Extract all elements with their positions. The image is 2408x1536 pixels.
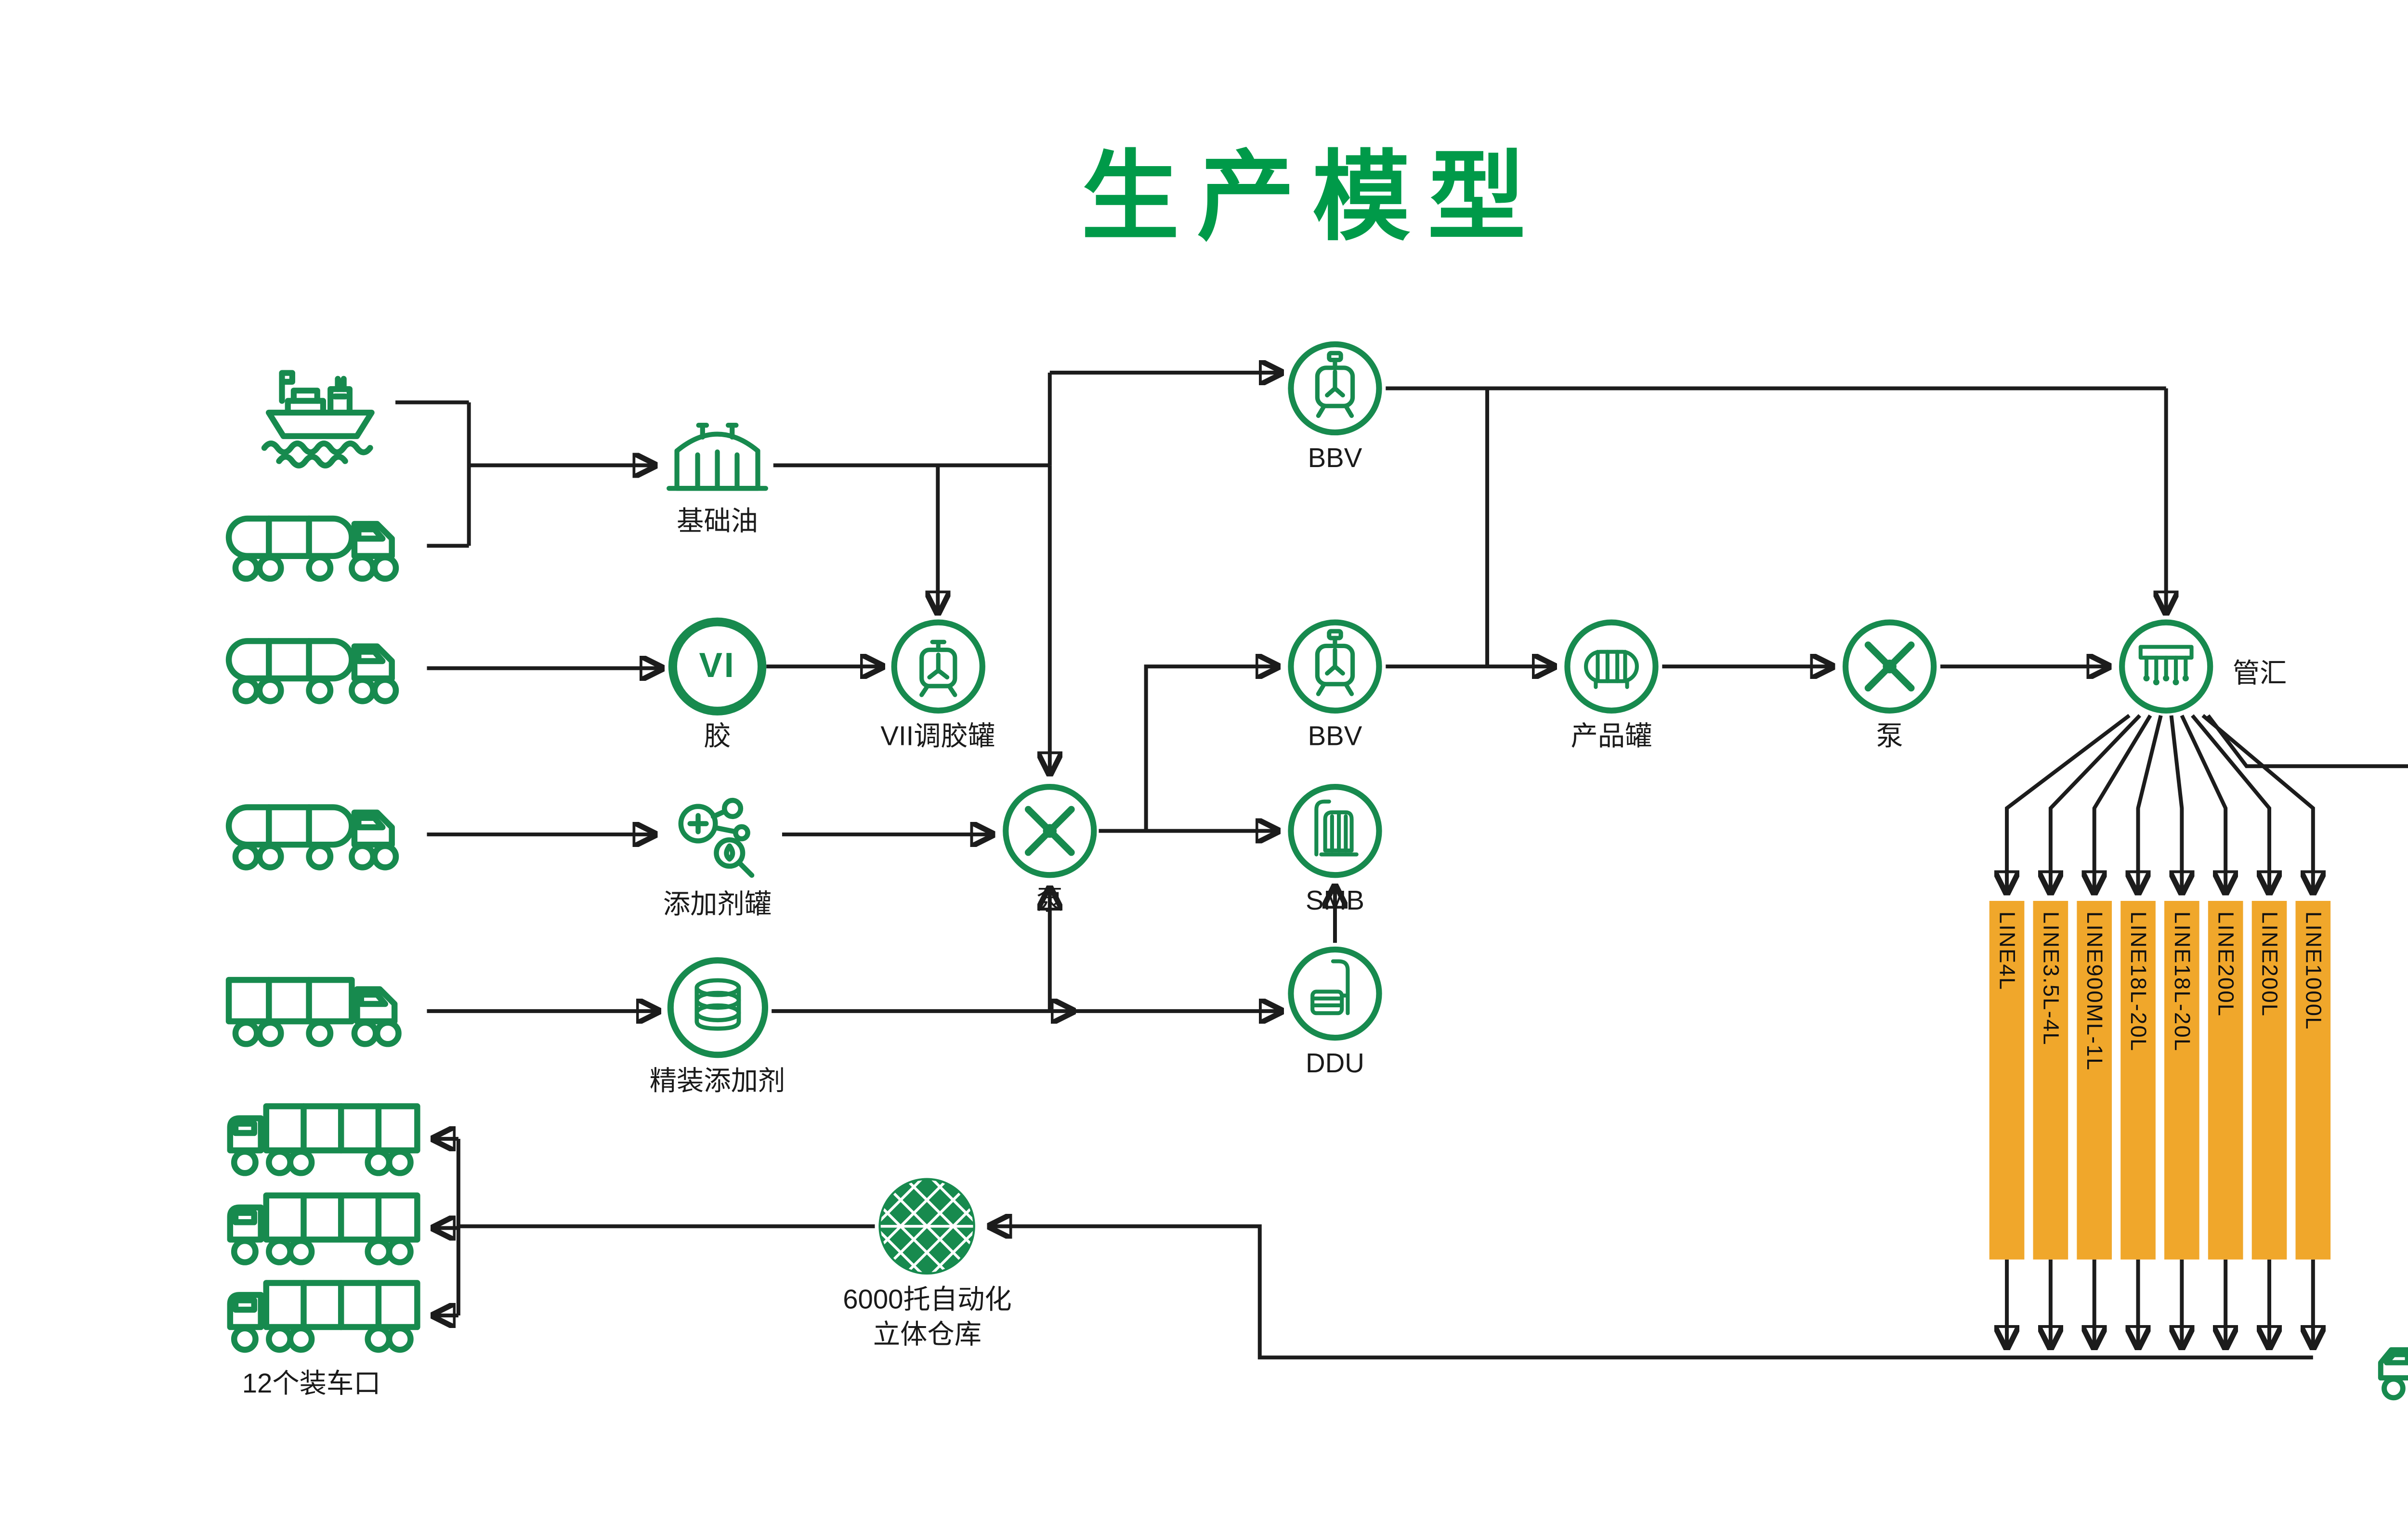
vi-glue-label: 胶: [704, 722, 731, 753]
ship-icon: [261, 370, 375, 469]
box-truck-icon: [227, 1103, 420, 1176]
drum-stack-icon: [667, 957, 768, 1058]
pump-icon: [1003, 784, 1097, 878]
warehouse-label-line2: 立体仓库: [873, 1321, 982, 1351]
transfer-pump-label: 泵: [1876, 722, 1903, 753]
vi-badge-icon: VI: [668, 617, 767, 716]
box-truck-icon: [227, 1280, 420, 1353]
product-tank-label: 产品罐: [1570, 722, 1652, 753]
vii-mixing-tank-label: VII调胶罐: [880, 722, 995, 753]
bbv-top-node: BBV: [1286, 339, 1384, 478]
filling-line-label: LINE4L: [1994, 911, 2019, 991]
packaged-additive-label: 精装添加剂: [649, 1067, 785, 1097]
outbound-arrows: [436, 1139, 2408, 1360]
vi-badge-text: VI: [699, 646, 736, 685]
automated-warehouse-icon: [879, 1178, 976, 1275]
tanker-truck-icon: [225, 515, 399, 582]
process-arrows: [766, 373, 2166, 1011]
filling-line-bar: LINE1000L: [2295, 900, 2331, 1260]
filling-line-bar: LINE200L: [2251, 900, 2287, 1260]
tanker-truck-icon: [2378, 1347, 2408, 1401]
inbound-tanker-truck-3: [223, 787, 424, 884]
filling-line-label: LINE18L-20L: [2169, 911, 2194, 1052]
packaged-additive-node: 精装添加剂: [650, 955, 785, 1101]
inbound-ship-node: [247, 329, 393, 476]
manifold-node: [2117, 617, 2215, 715]
metering-blender-icon: [1288, 784, 1382, 878]
box-truck-icon: [227, 1192, 420, 1265]
base-oil-node: 基础油: [663, 409, 772, 541]
filling-line-label: LINE3.5L-4L: [2038, 911, 2063, 1046]
manifold-icon: [2119, 619, 2213, 714]
smb-node: SMB: [1286, 782, 1384, 921]
base-oil-label: 基础油: [677, 507, 758, 537]
warehouse-label-line1: 6000托自动化: [843, 1286, 1012, 1316]
filling-line-bar: LINE18L-20L: [2120, 900, 2156, 1260]
additive-molecule-icon: [678, 797, 755, 878]
bbv-mid-node: BBV: [1286, 617, 1384, 756]
mixing-tank-icon: [890, 619, 985, 714]
product-tank-icon: [1564, 619, 1659, 714]
inbound-arrows: [395, 400, 660, 1011]
product-tank-node: 产品罐: [1562, 617, 1660, 756]
box-truck-icon: [225, 976, 402, 1047]
inbound-tanker-truck-2: [223, 621, 424, 717]
pump-icon: [1842, 619, 1937, 714]
tanker-truck-icon: [225, 804, 399, 871]
smb-label: SMB: [1305, 886, 1365, 917]
blending-vessel-icon: [1288, 341, 1382, 436]
loading-ports-label: 12个装车口: [242, 1369, 381, 1400]
warehouse-node: 6000托自动化 立体仓库: [843, 1174, 1012, 1354]
filling-line-bar: LINE3.5L-4L: [2033, 900, 2068, 1260]
inbound-tanker-truck-1: [223, 498, 424, 595]
filling-line-bar: LINE4L: [1989, 900, 2025, 1260]
ddu-node: DDU: [1286, 945, 1384, 1083]
warehouse-label: 6000托自动化 立体仓库: [843, 1284, 1012, 1354]
tanker-truck-icon: [225, 638, 399, 704]
filling-line-label: LINE200L: [2213, 911, 2238, 1017]
ddu-label: DDU: [1305, 1049, 1365, 1080]
page-title: 生产模型: [1081, 142, 1544, 252]
filling-line-label: LINE900ML-1L: [2082, 911, 2107, 1071]
drum-decant-icon: [1288, 946, 1382, 1041]
filling-line-bar: LINE18L-20L: [2164, 900, 2199, 1260]
filling-line-bar: LINE200L: [2208, 900, 2243, 1260]
bbv-top-label: BBV: [1308, 444, 1362, 474]
vi-glue-node: VI 胶: [668, 617, 767, 756]
additive-tank-label: 添加剂罐: [663, 890, 772, 920]
filling-line-label: LINE1000L: [2301, 911, 2326, 1030]
blend-pump-label: 泵: [1036, 886, 1063, 917]
outbound-box-truck-1: [223, 1092, 424, 1188]
inbound-box-truck: [223, 964, 424, 1060]
outbound-tanker-truck: [2376, 1328, 2408, 1411]
additive-tank-node: 添加剂罐: [661, 787, 773, 924]
filling-line-bar: LINE900ML-1L: [2077, 900, 2112, 1260]
filling-line-label: LINE200L: [2257, 911, 2282, 1017]
blending-vessel-icon: [1288, 619, 1382, 714]
filling-arrows: [2007, 714, 2408, 890]
bbv-mid-label: BBV: [1308, 722, 1362, 753]
vii-mixing-tank-node: VII调胶罐: [880, 617, 995, 756]
storage-tank-icon: [667, 423, 768, 491]
filling-line-label: LINE18L-20L: [2126, 911, 2150, 1052]
outbound-box-truck-2: [223, 1181, 424, 1277]
outbound-box-truck-3: [223, 1268, 424, 1365]
manifold-label: 管汇: [2232, 659, 2287, 690]
blend-pump-node: 泵: [1001, 782, 1099, 921]
transfer-pump-node: 泵: [1841, 617, 1938, 756]
